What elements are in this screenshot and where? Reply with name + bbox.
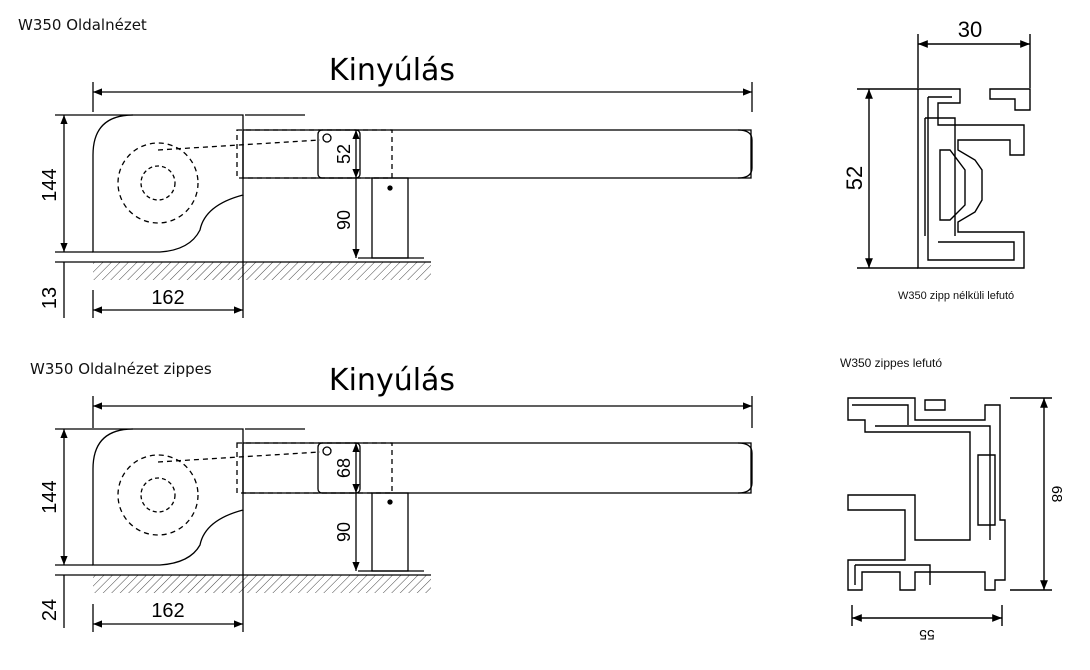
bottom-dim-height: 144 [39, 480, 61, 513]
profile-no-zip-caption: W350 zipp nélküli lefutó [898, 290, 1015, 302]
top-dim-arm: 52 [334, 144, 354, 164]
bottom-dim-bottom: 24 [39, 599, 61, 621]
top-cassette-body [92, 114, 244, 253]
profile-zip-caption: W350 zippes lefutó [840, 356, 943, 370]
profile-zip-outline [847, 397, 1006, 591]
top-dim-bottom: 13 [39, 287, 61, 309]
bottom-extension-label: Kinyúlás [329, 363, 455, 398]
bottom-post [371, 492, 409, 572]
bottom-dim-width: 162 [151, 600, 184, 622]
top-side-view: Kinyúlás [55, 53, 753, 318]
top-extension-label: Kinyúlás [329, 53, 455, 88]
bottom-cassette-body [92, 428, 244, 566]
bottom-arm [242, 442, 752, 494]
profile-zip-dim-width: 55 [919, 627, 935, 643]
top-dim-width: 162 [151, 287, 184, 309]
top-roller-circle [117, 142, 199, 224]
bottom-dim-arm: 68 [334, 458, 354, 478]
profile-zip [847, 397, 1052, 626]
top-view-title: W350 Oldalnézet [18, 16, 147, 34]
top-arm [242, 129, 752, 179]
profile-no-zip-outline [917, 88, 1025, 269]
bottom-view-title: W350 Oldalnézet zippes [30, 360, 212, 378]
profile-no-zip [857, 34, 1031, 269]
profile-no-zip-dim-width: 30 [958, 17, 982, 42]
profile-zip-dim-height: 68 [1048, 486, 1065, 503]
top-ground [93, 262, 431, 280]
bottom-side-view: Kinyúlás [55, 363, 753, 632]
top-dim-post: 90 [334, 210, 354, 230]
bottom-dim-post: 90 [334, 522, 354, 542]
profile-no-zip-dim-height: 52 [842, 166, 867, 190]
top-dim-height: 144 [39, 168, 61, 201]
